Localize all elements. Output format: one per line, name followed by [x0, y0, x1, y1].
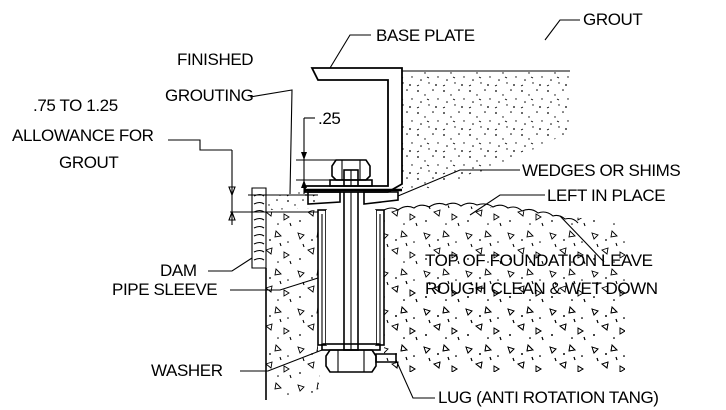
- dam-leader: [208, 257, 253, 272]
- label-quarter-inch: .25: [318, 109, 340, 128]
- label-dam: DAM: [160, 261, 197, 280]
- top-foundation-leader: [559, 215, 605, 263]
- allowance-leader: [168, 139, 232, 151]
- foundation-rough-top: [383, 202, 579, 224]
- top-nut: [331, 159, 371, 181]
- bottom-nut: [325, 349, 377, 373]
- grout-leader: [544, 19, 580, 41]
- label-top-foundation-1: TOP OF FOUNDATION LEAVE: [425, 251, 653, 270]
- grouting-fill: [268, 190, 318, 210]
- pipe-sleeve-leader: [230, 277, 319, 291]
- label-allowance-2: ALLOWANCE FOR: [12, 126, 154, 145]
- grout-fill: [402, 72, 570, 192]
- label-wedges-2: LEFT IN PLACE: [547, 186, 665, 205]
- dam-texture: [253, 193, 265, 261]
- label-allowance-1: .75 TO 1.25: [33, 96, 118, 115]
- label-finished: FINISHED: [177, 50, 253, 69]
- label-allowance-3: GROUT: [59, 153, 118, 172]
- grouting-leader: [249, 89, 293, 195]
- lug-leader: [395, 359, 435, 399]
- foundation-bottom-concrete: [395, 280, 625, 372]
- anti-rotation-lug: [375, 353, 397, 363]
- base-plate-leader: [329, 34, 371, 69]
- washer-leader: [240, 349, 323, 372]
- label-lug: LUG (ANTI ROTATION TANG): [438, 388, 659, 407]
- label-washer: WASHER: [151, 361, 223, 380]
- label-base-plate: BASE PLATE: [376, 26, 475, 45]
- label-pipe-sleeve: PIPE SLEEVE: [112, 280, 217, 299]
- label-grouting: GROUTING: [165, 86, 253, 105]
- shims-left: [307, 191, 341, 205]
- base-plate: [304, 67, 403, 193]
- shims-right: [363, 191, 399, 205]
- wedges-leader: [397, 169, 520, 197]
- label-top-foundation-2: ROUGH CLEAN & WET DOWN: [425, 279, 658, 298]
- label-wedges-1: WEDGES OR SHIMS: [522, 161, 680, 180]
- label-grout: GROUT: [583, 10, 642, 29]
- lefted-leader: [469, 194, 545, 216]
- foundation-concrete-lower: [266, 372, 320, 396]
- foundation-concrete: [266, 210, 318, 372]
